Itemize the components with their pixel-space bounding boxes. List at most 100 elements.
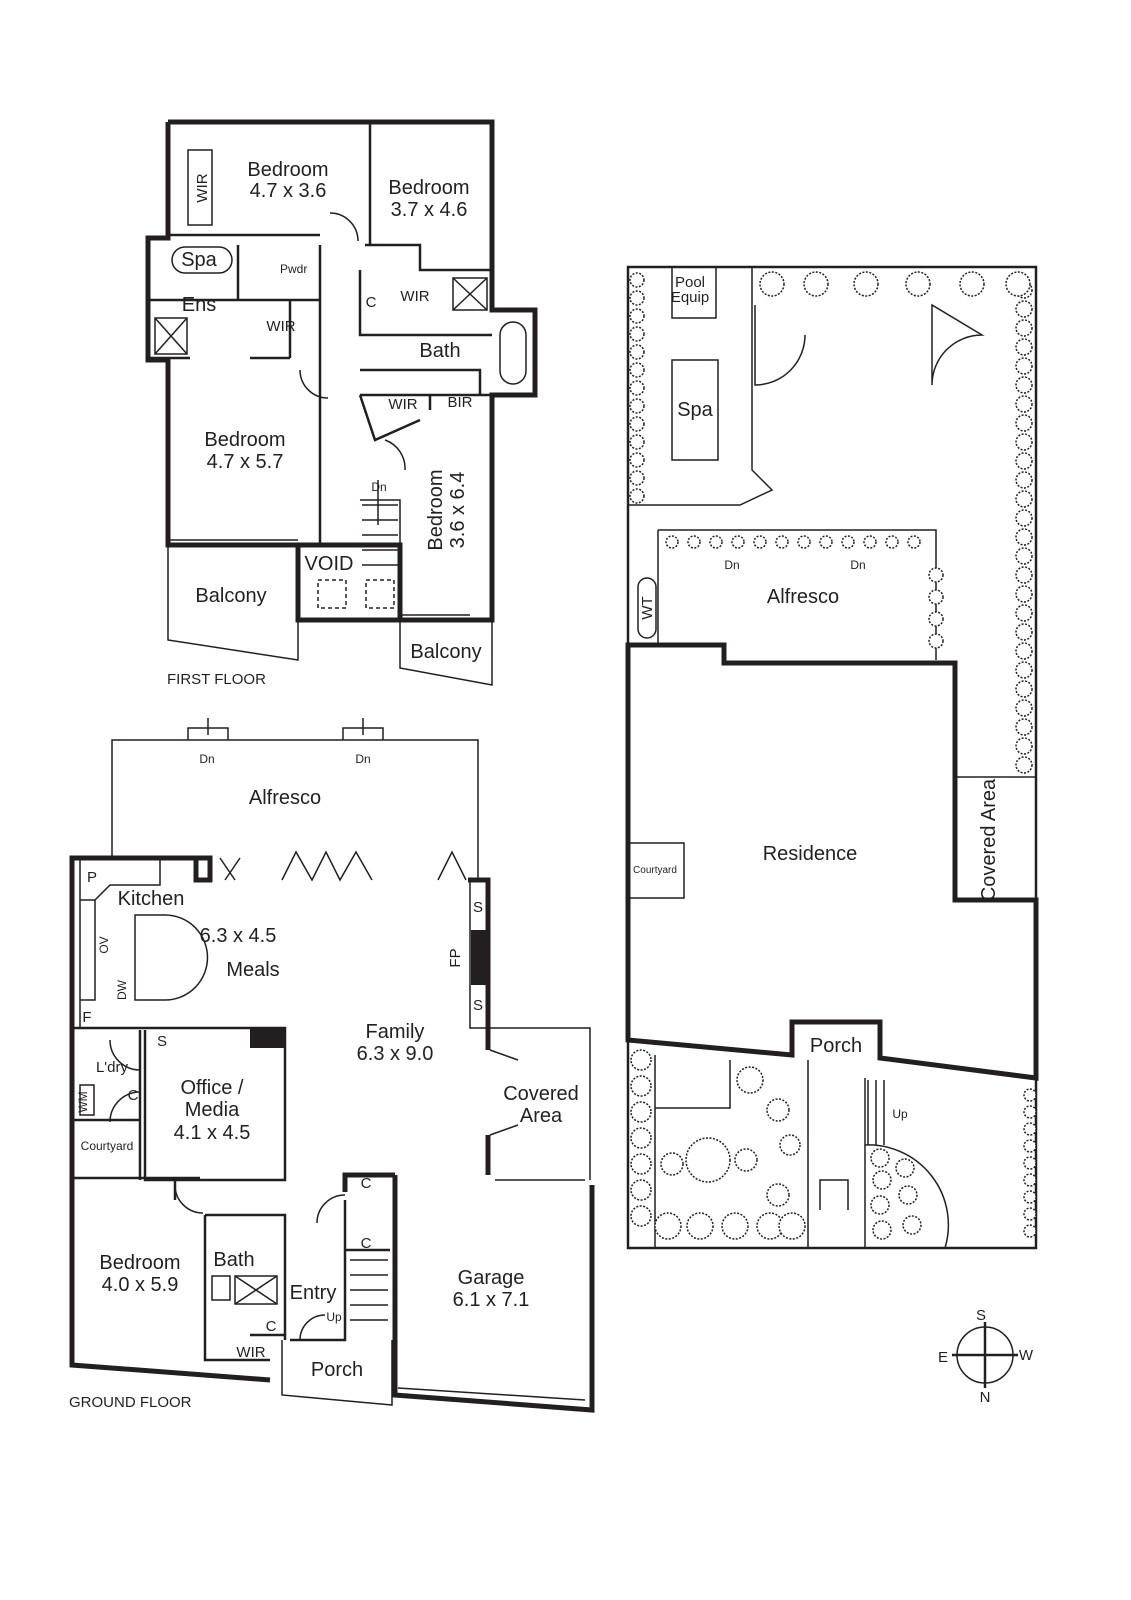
stair-label: Dn (199, 752, 214, 766)
tree-icon (778, 1212, 806, 1240)
tree-icon (1023, 1122, 1037, 1136)
tree-icon (766, 1098, 790, 1122)
tree-icon (928, 633, 944, 649)
tree-icon (629, 452, 645, 468)
tree-icon (629, 290, 645, 306)
room-label: Porch (311, 1359, 363, 1381)
tree-icon (629, 344, 645, 360)
tree-icon (872, 1220, 892, 1240)
tree-icon (928, 567, 944, 583)
room-label: C (366, 294, 377, 311)
stair-label: Dn (850, 558, 865, 572)
compass: S E W N (938, 1307, 1034, 1406)
compass-west: W (1019, 1347, 1034, 1364)
tree-icon (736, 1066, 764, 1094)
area-label: Residence (763, 843, 858, 865)
tree-icon (654, 1212, 682, 1240)
room-size: 6.3 x 4.5 (200, 925, 277, 947)
area-label: Porch (810, 1035, 862, 1057)
tree-icon (766, 1183, 790, 1207)
tree-icon (1023, 1190, 1037, 1204)
room-label: S (473, 899, 483, 916)
room-label: Bedroom (425, 469, 447, 550)
tree-icon (660, 1152, 684, 1176)
tree-icon (630, 1101, 652, 1123)
tree-icon (1015, 566, 1033, 584)
room-label: Meals (226, 959, 279, 981)
appliance-label: WM (76, 1091, 90, 1112)
tree-icon (1023, 1156, 1037, 1170)
tree-icon (629, 326, 645, 342)
tree-icon (629, 272, 645, 288)
room-label: WIR (194, 173, 211, 202)
room-label: C (361, 1175, 372, 1192)
room-label: C (266, 1318, 277, 1335)
tree-icon (1023, 1207, 1037, 1221)
appliance-label: OV (97, 936, 111, 953)
tree-icon (1015, 452, 1033, 470)
stair-label: Dn (355, 752, 370, 766)
room-size: 6.1 x 7.1 (453, 1289, 530, 1311)
tree-icon (731, 535, 745, 549)
room-label: S (157, 1033, 167, 1050)
tree-icon (1015, 490, 1033, 508)
tree-icon (753, 535, 767, 549)
tree-icon (1015, 623, 1033, 641)
room-size: 4.7 x 5.7 (207, 451, 284, 473)
tree-icon (775, 535, 789, 549)
stair-label: Dn (371, 480, 386, 494)
room-size: 3.6 x 6.4 (447, 472, 469, 549)
tree-icon (1015, 718, 1033, 736)
tree-icon (870, 1195, 890, 1215)
tree-icon (687, 535, 701, 549)
tree-icon (665, 535, 679, 549)
tree-icon (1005, 271, 1031, 297)
tree-icon (1015, 357, 1033, 375)
tree-icon (1023, 1139, 1037, 1153)
tree-icon (629, 308, 645, 324)
room-label: Balcony (410, 641, 481, 663)
area-label: Equip (671, 289, 709, 306)
room-label: P (87, 869, 97, 886)
room-label: VOID (305, 553, 354, 575)
room-label: Bath (213, 1249, 254, 1271)
tree-icon (685, 1137, 731, 1183)
room-label: Ens (182, 294, 216, 316)
room-label: Kitchen (118, 888, 185, 910)
area-label: Pool (675, 274, 705, 291)
room-label: WIR (400, 288, 429, 305)
tree-icon (905, 271, 931, 297)
tree-icon (629, 416, 645, 432)
tree-icon (629, 434, 645, 450)
area-label: Courtyard (633, 865, 677, 876)
area-label: Covered Area (978, 778, 1000, 901)
tree-icon (629, 362, 645, 378)
compass-north: N (980, 1389, 991, 1406)
tree-icon (959, 271, 985, 297)
tree-icon (1015, 585, 1033, 603)
room-label: Family (366, 1021, 425, 1043)
floor-caption: FIRST FLOOR (167, 671, 266, 688)
site-plan: Pool Equip Spa Dn Dn Alfresco WT Residen… (625, 265, 1039, 1250)
room-label: F (82, 1009, 91, 1026)
tree-icon (1015, 756, 1033, 774)
tree-icon (1015, 338, 1033, 356)
room-label: Pwdr (280, 262, 307, 276)
compass-east: E (938, 1349, 948, 1366)
stair-label: Up (326, 1310, 342, 1324)
room-label: C (128, 1087, 139, 1104)
room-label: Entry (290, 1282, 337, 1304)
stair-label: Up (892, 1107, 908, 1121)
tree-icon (1015, 300, 1033, 318)
room-size: 3.7 x 4.6 (391, 199, 468, 221)
tree-icon (1015, 319, 1033, 337)
tree-icon (1015, 680, 1033, 698)
tree-icon (872, 1170, 892, 1190)
room-label: Area (520, 1105, 563, 1127)
tree-icon (803, 271, 829, 297)
tree-icon (1015, 433, 1033, 451)
tree-icon (898, 1185, 918, 1205)
tree-icon (779, 1134, 801, 1156)
room-label: Balcony (195, 585, 266, 607)
room-size: 4.0 x 5.9 (102, 1274, 179, 1296)
